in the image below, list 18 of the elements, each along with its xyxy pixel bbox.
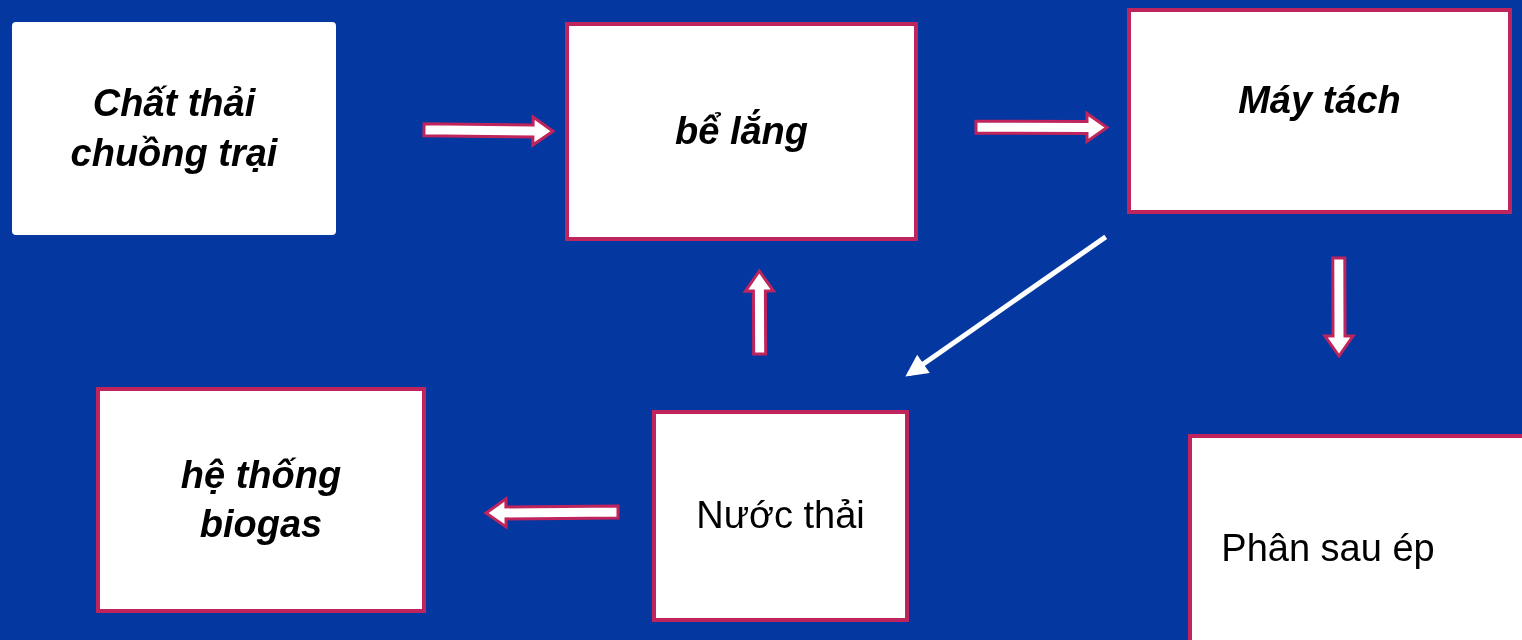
arrow	[905, 234, 1108, 377]
box-label: Phân sau ép	[1221, 526, 1435, 572]
process-box	[652, 410, 909, 622]
process-box	[1127, 8, 1512, 214]
process-box	[1188, 434, 1522, 640]
process-box	[565, 22, 918, 241]
box-label: Chất thải chuồng trại	[69, 81, 279, 176]
process-box	[96, 387, 426, 613]
block-arrow	[422, 114, 556, 148]
box-label: Nước thải	[696, 493, 865, 539]
block-arrow	[1322, 256, 1356, 359]
box-label: bể lắng	[675, 108, 808, 154]
block-arrow	[974, 110, 1110, 145]
box-label: hệ thống biogas	[179, 452, 343, 547]
block-arrow	[742, 268, 777, 356]
block-arrow	[483, 496, 620, 530]
box-label: Máy tách	[1238, 78, 1401, 124]
process-box	[12, 22, 336, 235]
